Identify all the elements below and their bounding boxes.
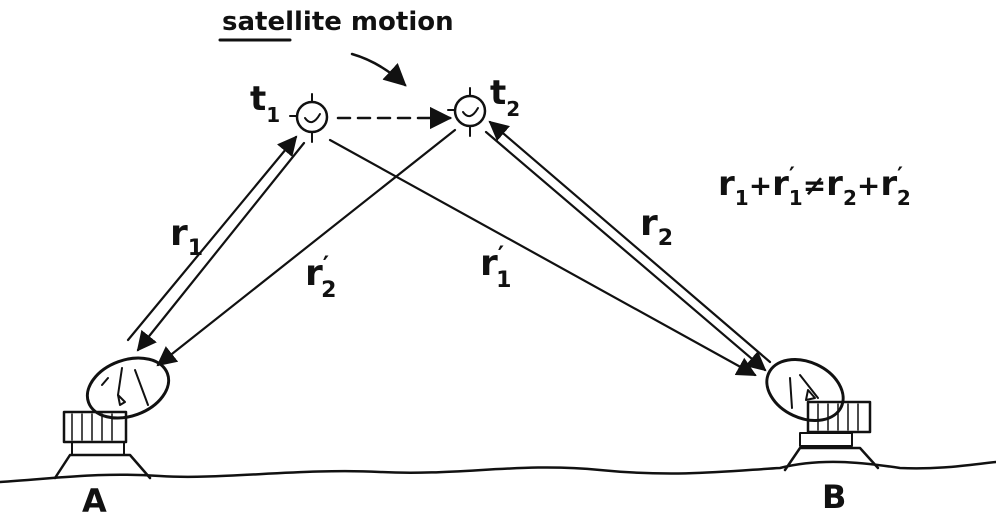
path-r2 — [484, 120, 772, 372]
range-inequality-equation: r1+r′1≠r2+r′2 — [718, 164, 911, 210]
diagram-title: satellite motion — [222, 7, 454, 37]
satellite-label-t2: t2 — [490, 73, 520, 121]
motion-pointer-arrow — [350, 52, 407, 87]
label-r1-prime: r′1 — [480, 241, 511, 293]
antenna-station-a — [53, 356, 171, 480]
path-r1 — [126, 135, 306, 352]
satellite-t2 — [447, 87, 487, 137]
label-r2: r2 — [640, 203, 673, 251]
station-label-a: A — [82, 482, 107, 518]
path-r2-prime — [156, 128, 457, 367]
satellite-t1 — [289, 93, 329, 143]
label-r1: r1 — [170, 213, 203, 261]
satellite-label-t1: t1 — [250, 79, 280, 127]
label-r2-prime: r′2 — [305, 251, 336, 303]
path-r1-prime — [328, 138, 757, 377]
station-label-b: B — [822, 478, 846, 516]
ground-terrain-line — [0, 460, 996, 484]
antenna-station-b — [765, 358, 880, 472]
